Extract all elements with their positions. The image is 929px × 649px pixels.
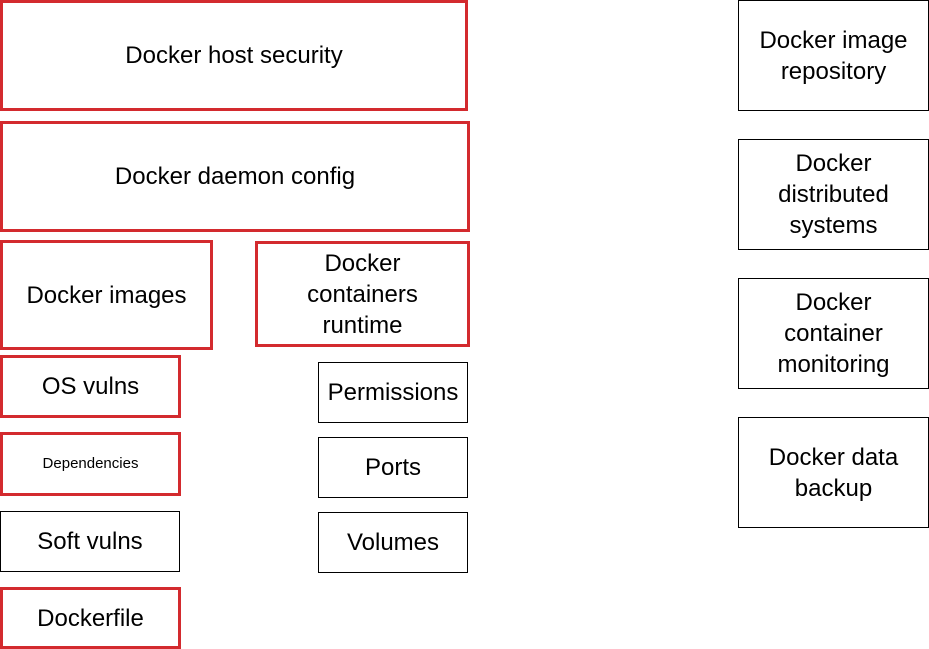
os-vulns-box: OS vulns (0, 355, 181, 418)
docker-host-security-label: Docker host security (125, 42, 343, 69)
dependencies-box: Dependencies (0, 432, 181, 496)
docker-daemon-config-label: Docker daemon config (114, 163, 356, 190)
volumes-box: Volumes (318, 512, 468, 573)
docker-host-security-box: Docker host security (0, 0, 468, 111)
volumes-label: Volumes (346, 529, 440, 556)
ports-label: Ports (364, 454, 421, 481)
docker-images-label: Docker images (26, 281, 187, 309)
docker-containers-runtime-label: Docker containers runtime (307, 249, 418, 339)
dockerfile-label: Dockerfile (37, 604, 144, 632)
docker-distributed-systems-box: Docker distributed systems (738, 139, 929, 250)
docker-data-backup-box: Docker data backup (738, 417, 929, 528)
docker-image-repository-label: Docker image repository (759, 26, 908, 85)
docker-containers-runtime-box: Docker containers runtime (255, 241, 470, 347)
soft-vulns-box: Soft vulns (0, 511, 180, 572)
docker-data-backup-label: Docker data backup (768, 443, 899, 502)
soft-vulns-label: Soft vulns (37, 528, 143, 555)
docker-distributed-systems-label: Docker distributed systems (778, 150, 889, 239)
docker-images-box: Docker images (0, 240, 213, 350)
dockerfile-box: Dockerfile (0, 587, 181, 649)
docker-container-monitoring-box: Docker container monitoring (738, 278, 929, 389)
permissions-box: Permissions (318, 362, 468, 423)
dependencies-label: Dependencies (42, 455, 139, 472)
docker-daemon-config-box: Docker daemon config (0, 121, 470, 232)
docker-container-monitoring-label: Docker container monitoring (777, 289, 890, 378)
ports-box: Ports (318, 437, 468, 498)
permissions-label: Permissions (327, 379, 459, 406)
docker-image-repository-box: Docker image repository (738, 0, 929, 111)
os-vulns-label: OS vulns (41, 373, 140, 400)
